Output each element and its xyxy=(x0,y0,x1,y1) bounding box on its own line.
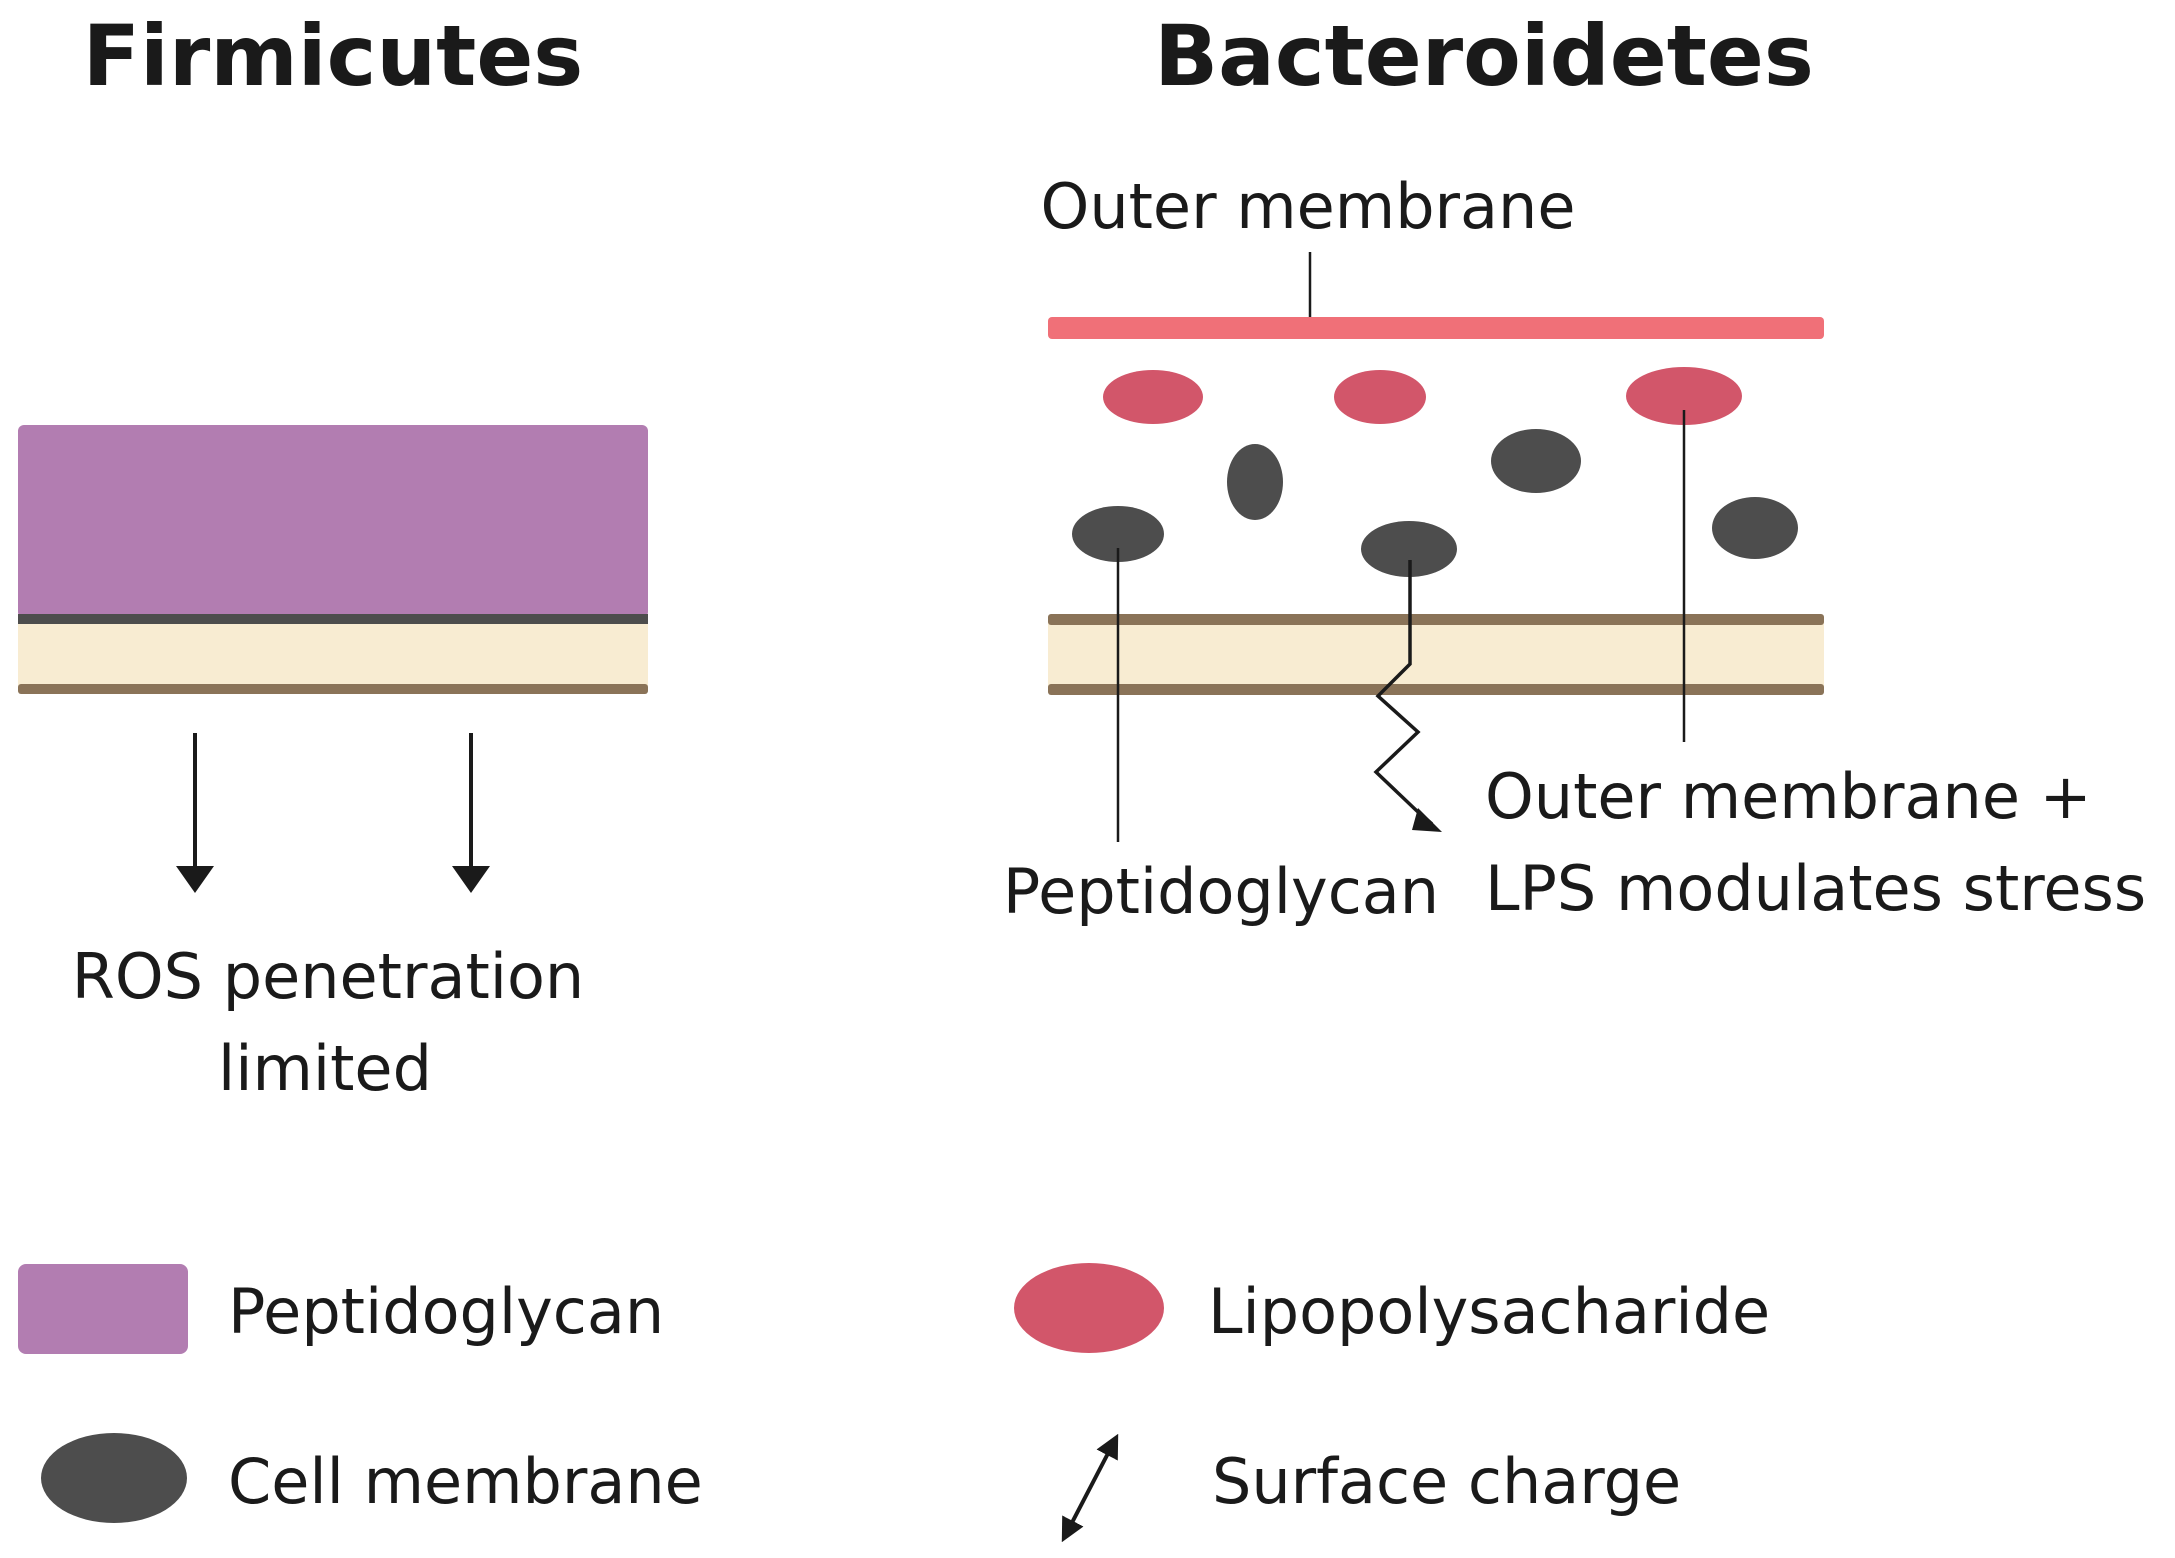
bacteroidetes-lower-membrane-line xyxy=(1048,684,1824,695)
legend-item-cell-membrane: Cell membrane xyxy=(41,1433,703,1523)
double-headed-arrow-icon xyxy=(1061,1433,1119,1543)
cell-membrane-ellipse xyxy=(1072,506,1164,562)
cell-membrane-ellipse xyxy=(1361,521,1457,577)
peptidoglycan-swatch-icon xyxy=(18,1264,188,1354)
bacteroidetes-title: Bacteroidetes xyxy=(1154,7,1814,105)
lps-ellipse xyxy=(1103,370,1203,424)
cell-membrane-ellipse xyxy=(1712,497,1798,559)
ros-caption-line-1: ROS penetration xyxy=(72,940,584,1013)
legend-item-lipopolysaccharide: Lipopolysacharide xyxy=(1014,1263,1770,1353)
cell-membrane-ellipse xyxy=(1227,444,1283,520)
legend-item-surface-charge: Surface charge xyxy=(1061,1433,1681,1543)
ros-caption-line-2: limited xyxy=(218,1032,432,1105)
cell-membrane-swatch-icon xyxy=(41,1433,187,1523)
legend: Peptidoglycan Lipopolysacharide Cell mem… xyxy=(18,1263,1770,1543)
cell-membrane-ellipse xyxy=(1491,429,1581,493)
legend-item-peptidoglycan: Peptidoglycan xyxy=(18,1264,664,1354)
zigzag-arrow-icon xyxy=(1373,560,1442,832)
peptidoglycan-label: Peptidoglycan xyxy=(1003,855,1439,928)
legend-label-lipopolysaccharide: Lipopolysacharide xyxy=(1208,1275,1770,1348)
bacteroidetes-upper-membrane-line xyxy=(1048,614,1824,625)
lps-ellipse xyxy=(1334,370,1426,424)
bacteroidetes-membrane-fill xyxy=(1048,622,1824,691)
legend-label-surface-charge: Surface charge xyxy=(1212,1445,1681,1518)
lps-label-line-2: LPS modulates stress xyxy=(1485,852,2146,925)
lps-ellipse xyxy=(1626,367,1742,425)
firmicutes-membrane-fill xyxy=(18,624,648,686)
lps-label-line-1: Outer membrane + xyxy=(1485,760,2092,833)
outer-membrane-bar xyxy=(1048,317,1824,339)
bacteroidetes-panel: Bacteroidetes Outer membrane Peptidoglyc… xyxy=(1003,7,2146,928)
legend-label-cell-membrane: Cell membrane xyxy=(228,1445,703,1518)
down-arrow-icon xyxy=(452,733,490,893)
down-arrow-icon xyxy=(176,733,214,893)
firmicutes-peptidoglycan-layer xyxy=(18,425,648,618)
firmicutes-inner-membrane-line xyxy=(18,684,648,694)
outer-membrane-label: Outer membrane xyxy=(1041,170,1576,243)
firmicutes-title: Firmicutes xyxy=(83,7,584,105)
firmicutes-cell-membrane-line xyxy=(18,614,648,624)
firmicutes-panel: Firmicutes ROS penetration limited xyxy=(18,7,648,1105)
legend-label-peptidoglycan: Peptidoglycan xyxy=(228,1275,664,1348)
lipopolysaccharide-swatch-icon xyxy=(1014,1263,1164,1353)
